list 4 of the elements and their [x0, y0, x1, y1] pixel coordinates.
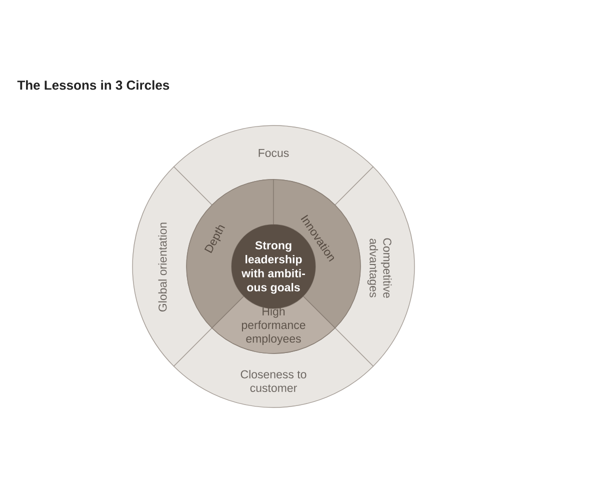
title: The Lessons in 3 Circles	[17, 80, 170, 90]
ring-segment: High performance employees	[212, 296, 336, 354]
ring-segment: Focus	[173, 125, 374, 206]
ring-segment: Competitive advantages	[334, 166, 415, 367]
